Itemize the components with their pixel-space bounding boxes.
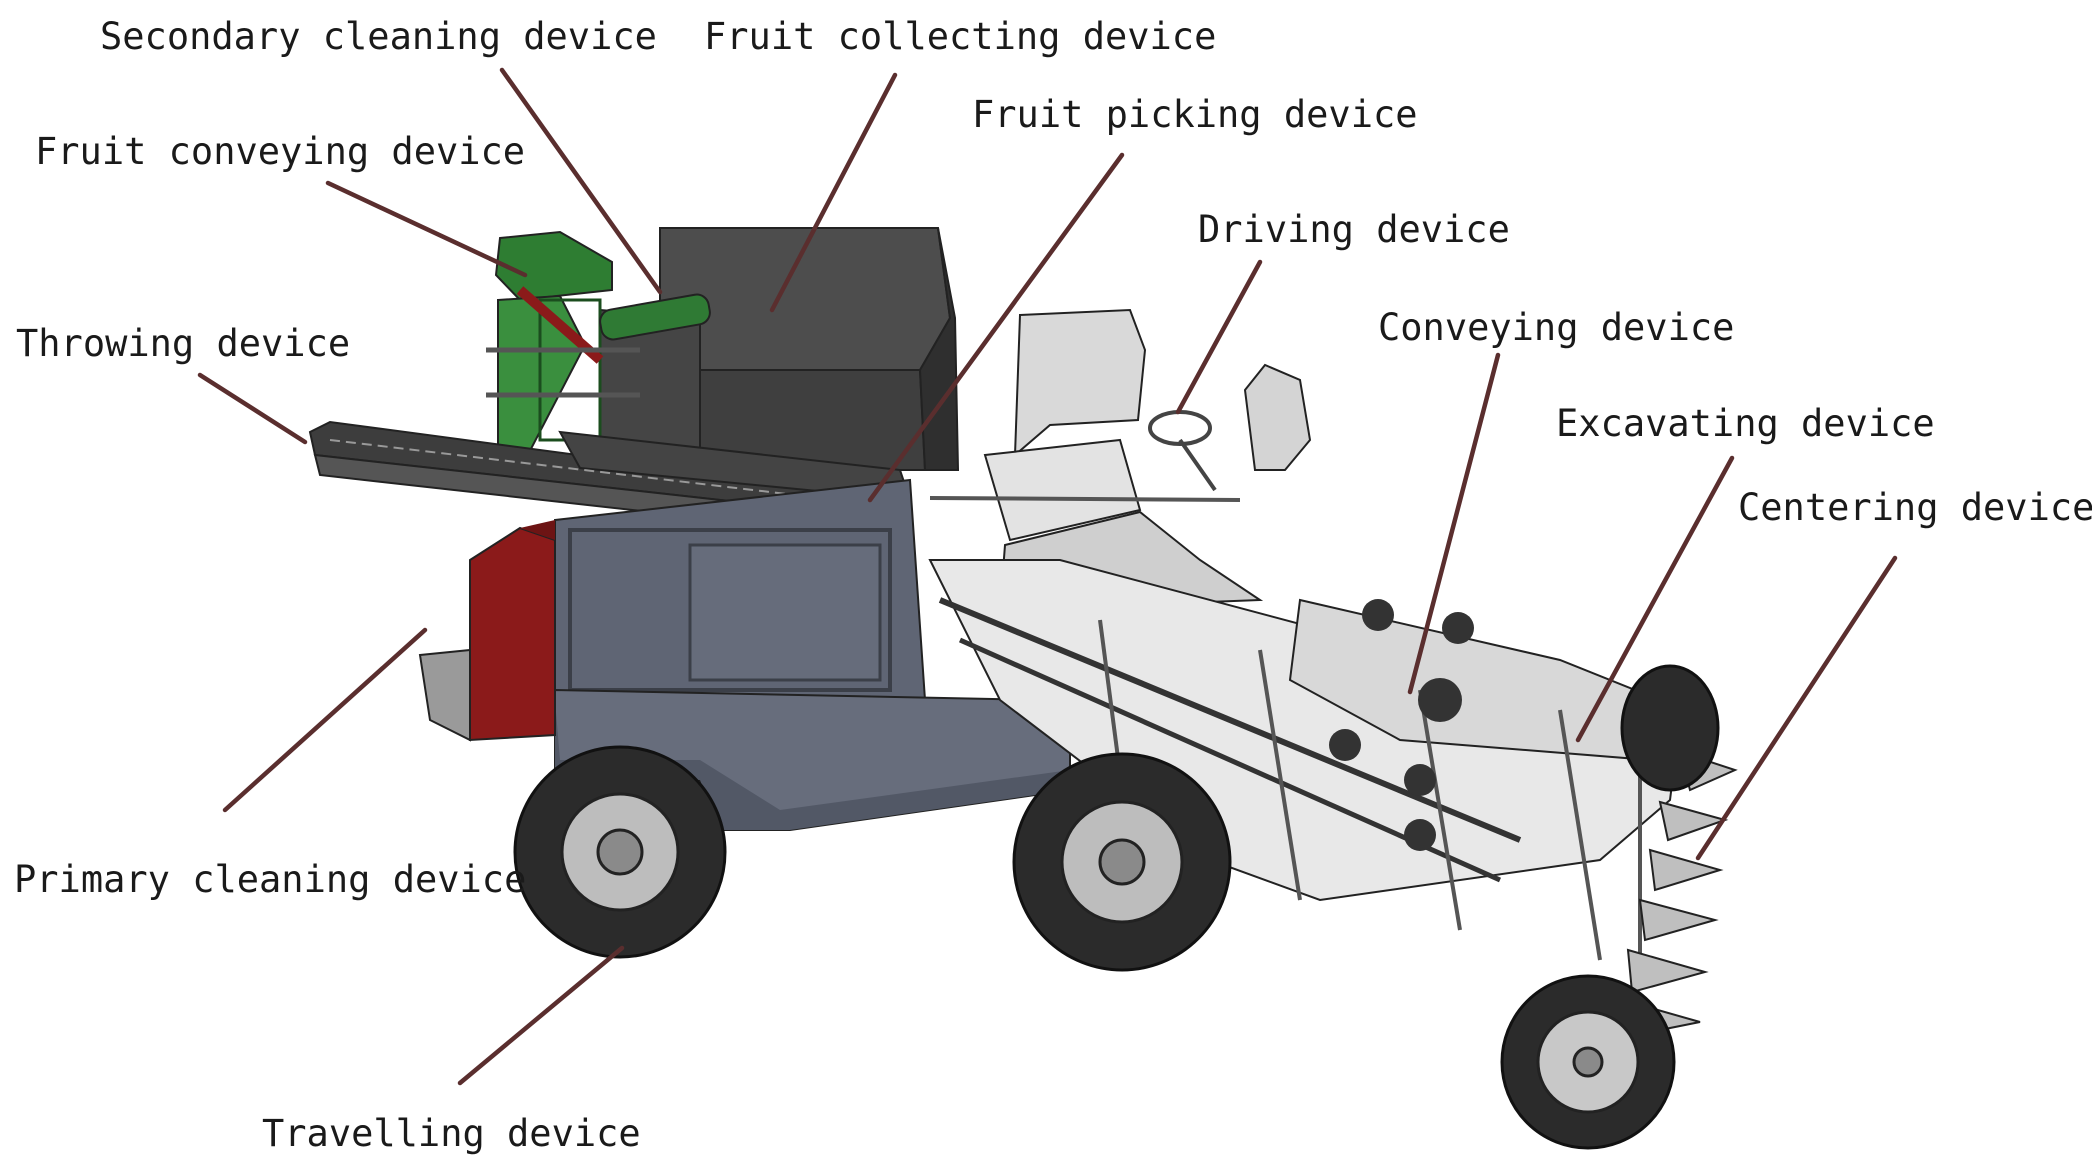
leader-fruit-picking (867, 152, 1125, 503)
label-throwing-device: Throwing device (16, 322, 350, 365)
label-excavating-device: Excavating device (1556, 402, 1935, 445)
label-primary-cleaning-device: Primary cleaning device (14, 858, 526, 901)
front-implement-frame (928, 559, 1682, 961)
rear-wheel (513, 745, 727, 959)
leader-conveying (1407, 352, 1501, 695)
label-secondary-cleaning-device: Secondary cleaning device (100, 15, 657, 58)
leader-travelling (457, 945, 625, 1086)
leader-secondary-cleaning (499, 67, 663, 295)
front-gauge-wheel (1500, 974, 1676, 1150)
label-centering-device: Centering device (1738, 486, 2092, 529)
leader-driving (1175, 259, 1263, 415)
label-driving-device: Driving device (1198, 208, 1510, 251)
leader-centering (1695, 555, 1898, 861)
label-travelling-device: Travelling device (262, 1112, 641, 1155)
main-body (554, 478, 1071, 831)
driver-seat (929, 308, 1312, 612)
leader-fruit-collecting (769, 72, 898, 313)
label-fruit-picking-device: Fruit picking device (972, 93, 1418, 136)
labels: Secondary cleaning device Fruit collecti… (14, 15, 2092, 1155)
middle-wheel (1012, 752, 1232, 972)
upper-gauge-wheel (1620, 664, 1720, 792)
leader-excavating (1575, 455, 1735, 743)
harvester-illustration (308, 227, 1738, 1150)
leader-fruit-conveying (325, 180, 528, 278)
label-fruit-conveying-device: Fruit conveying device (35, 130, 525, 173)
fruit-collecting-bin (599, 227, 960, 472)
primary-cleaning-red-panel (418, 520, 556, 742)
leader-throwing (197, 372, 308, 445)
label-fruit-collecting-device: Fruit collecting device (704, 15, 1216, 58)
leader-primary-cleaning (222, 627, 428, 813)
label-conveying-device: Conveying device (1378, 306, 1734, 349)
leader-lines (197, 67, 1898, 1086)
green-fruit-conveyor (486, 230, 711, 472)
